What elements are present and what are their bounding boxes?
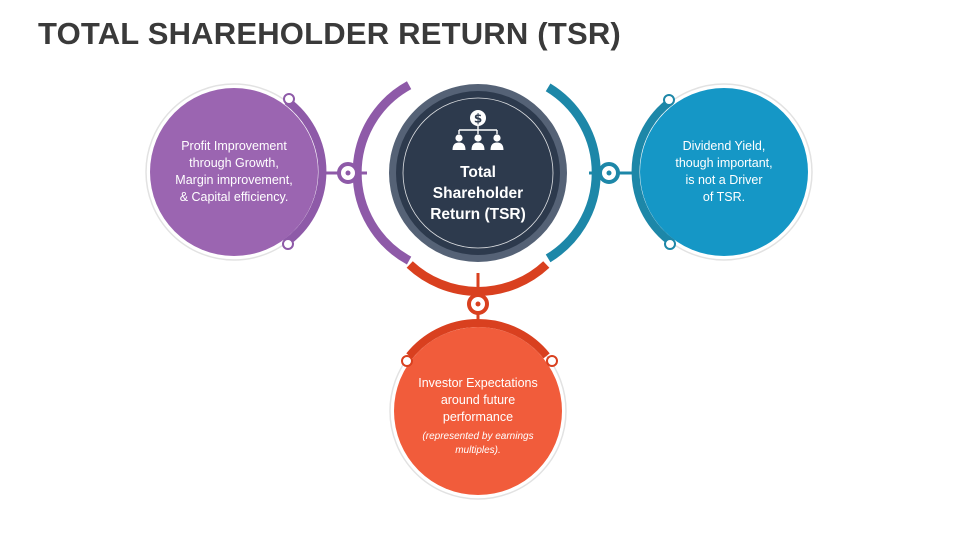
bottom-label-line: around future xyxy=(440,392,516,407)
right-node-label: Dividend Yield, though important, is not… xyxy=(654,130,794,214)
center-node-label: Total Shareholder Return (TSR) xyxy=(408,160,548,226)
bottom-connector-dot-center xyxy=(475,301,481,307)
page-title: TOTAL SHAREHOLDER RETURN (TSR) xyxy=(38,16,621,51)
dollar-hierarchy-people-icon: $ xyxy=(452,110,504,150)
bottom-label-line: Investor Expectations xyxy=(418,375,538,390)
bottom-note-line: (represented by earnings xyxy=(422,430,534,442)
left-label-line: & Capital efficiency. xyxy=(179,190,289,204)
center-node-inner-line xyxy=(402,97,554,249)
right-connector-dot-center xyxy=(606,170,612,176)
left-node-arc xyxy=(283,97,327,247)
left-label-line: Profit Improvement xyxy=(181,139,287,153)
left-node-arc-end-bottom xyxy=(282,238,294,250)
svg-text:$: $ xyxy=(474,112,482,126)
bottom-node-label: Investor Expectations around future perf… xyxy=(403,372,553,460)
center-node-circle xyxy=(396,91,560,255)
right-node-arc-end-top xyxy=(663,94,675,106)
left-label-line: Margin improvement, xyxy=(175,173,293,187)
left-node-circle xyxy=(150,88,318,256)
left-node-label: Profit Improvement through Growth, Margi… xyxy=(164,130,304,214)
bottom-node-arc xyxy=(406,319,550,359)
center-label-line: Total xyxy=(460,163,496,181)
left-label-line: through Growth, xyxy=(189,156,279,170)
right-node-arc-end-bottom xyxy=(664,238,676,250)
center-label-line: Shareholder xyxy=(432,184,524,202)
bottom-label-line: performance xyxy=(442,409,514,424)
bottom-node-arc-end-left xyxy=(401,355,413,367)
left-connector-dot-center xyxy=(345,170,351,176)
center-label-line: Return (TSR) xyxy=(430,205,526,223)
right-node-circle xyxy=(640,88,808,256)
bottom-node-arc-end-right xyxy=(546,355,558,367)
bottom-note: (represented by earnings multiples). xyxy=(422,430,533,458)
right-label-line: of TSR. xyxy=(702,190,746,204)
right-label-line: though important, xyxy=(675,156,773,170)
right-label-line: Dividend Yield, xyxy=(682,139,766,153)
left-node-arc-end-top xyxy=(283,93,295,105)
bottom-node-circle xyxy=(394,327,562,495)
bottom-note-line: multiples). xyxy=(455,444,501,456)
right-label-line: is not a Driver xyxy=(685,173,763,187)
right-node-arc xyxy=(631,97,675,247)
